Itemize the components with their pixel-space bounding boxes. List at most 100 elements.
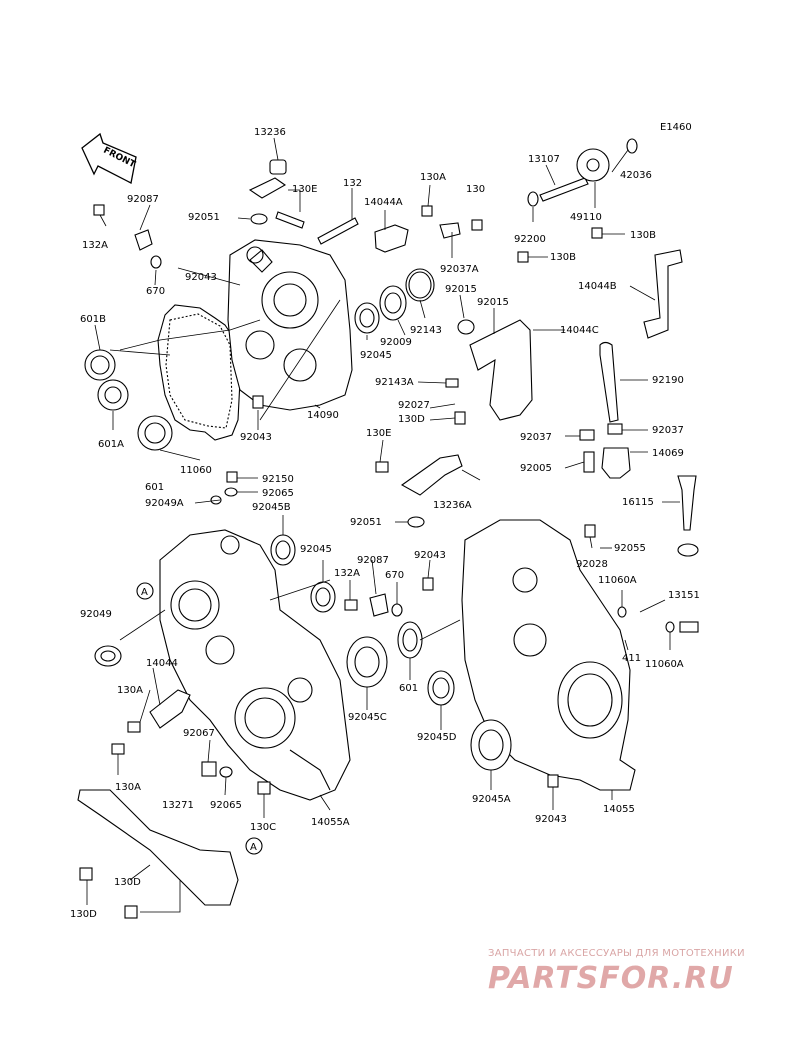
label-49110: 49110 [570,212,602,223]
dowel-92043-upper [252,395,264,409]
label-601: 601 [145,482,164,493]
label-92065-b: 92065 [210,800,242,811]
label-13271: 13271 [162,800,194,811]
label-11060A: 11060A [598,575,637,586]
hose-92190 [599,341,619,423]
label-14055A: 14055A [311,817,350,828]
plug-92067 [201,761,217,777]
plug-13151 [679,621,699,633]
label-92045A: 92045A [472,794,511,805]
label-92143: 92143 [410,325,442,336]
seal-92049 [94,645,122,667]
label-92150: 92150 [262,474,294,485]
gasket-plate-13271 [77,789,239,906]
bolt-130D-upper [454,411,466,425]
washer-92051-lower [407,516,425,528]
bracket-14044 [149,689,191,729]
clamp-92037A [439,222,461,239]
label-130A-b: 130A [117,685,143,696]
label-130C: 130C [250,822,276,833]
label-92087: 92087 [127,194,159,205]
bracket-14044A [374,224,409,253]
label-92067: 92067 [183,728,215,739]
watermark-tagline: ЗАПЧАСТИ И АКСЕССУАРЫ ДЛЯ МОТОТЕХНИКИ [488,948,745,959]
label-130A-c: 130A [115,782,141,793]
washer-92051 [250,213,268,225]
shaft-13107 [539,177,589,202]
label-130D: 130D [398,414,425,425]
dowel-92043-lower [547,774,559,788]
label-92087-b: 92087 [357,555,389,566]
bolt-130C [257,781,271,795]
label-130E: 130E [292,184,317,195]
label-92045: 92045 [360,350,392,361]
label-92065: 92065 [262,488,294,499]
svg-text:A: A [250,842,257,853]
leader-lines [86,137,680,913]
bolt-130B-b [517,251,529,263]
bolt-92150 [226,471,238,483]
label-92028: 92028 [576,559,608,570]
label-13236: 13236 [254,127,286,138]
label-92037-b: 92037 [652,425,684,436]
label-11060: 11060 [180,465,212,476]
label-92049: 92049 [80,609,112,620]
label-130D-b: 130D [114,877,141,888]
bolt-130A-low [111,743,125,755]
bearing-601 [137,415,173,451]
label-670: 670 [146,286,165,297]
label-14055: 14055 [603,804,635,815]
ring-92143 [405,268,435,302]
dowel-92028 [584,524,596,538]
label-92043-b: 92043 [240,432,272,443]
seal-92045B [270,534,296,566]
o-ring-670 [150,255,162,269]
label-14044B: 14044B [578,281,617,292]
watermark: ЗАПЧАСТИ И АКСЕССУАРЫ ДЛЯ МОТОТЕХНИКИ PA… [488,948,788,996]
bolt-130A-mid [127,721,141,733]
label-92043-d: 92043 [535,814,567,825]
bolt-130B-a [591,227,603,239]
bolt-130A-upper [421,205,433,217]
pipe-92005 [583,451,595,473]
label-92045B: 92045B [252,502,291,513]
oil-seal-601B [84,349,116,381]
label-130E-b: 130E [366,428,391,439]
label-92015-a: 92015 [445,284,477,295]
label-132: 132 [343,178,362,189]
bearing-92045C [346,636,388,688]
label-92015-b: 92015 [477,297,509,308]
label-14044A: 14044A [364,197,403,208]
cover-14090 [227,239,353,411]
plug-92087 [134,229,153,251]
oil-seal-92045 [354,302,380,334]
label-130B-a: 130B [630,230,656,241]
bolt-130D-right [124,905,138,919]
label-130: 130 [466,184,485,195]
label-13151: 13151 [668,590,700,601]
bolt-130E-lower [375,461,389,473]
collar-92015-left [457,319,475,335]
washer-11060A-lower [665,621,675,633]
screw-132A [93,204,105,216]
washer-11060A-upper [617,606,627,618]
label-92009: 92009 [380,337,412,348]
label-92143A: 92143A [375,377,414,388]
lever-13236 [248,159,287,199]
svg-text:A: A [141,587,148,598]
label-132A: 132A [82,240,108,251]
label-92045D: 92045D [417,732,457,743]
label-670-b: 670 [385,570,404,581]
part-labels: 13236 130E 132 14044A 130A 130 92087 920… [70,127,700,920]
pin-92143A [445,378,459,388]
label-130D-c: 130D [70,909,97,920]
label-92027: 92027 [398,400,430,411]
label-92043: 92043 [185,272,217,283]
clamp-92037-right [607,423,623,435]
diagram-code: E1460 [660,122,692,133]
label-92051-b: 92051 [350,517,382,528]
label-16115: 16115 [622,497,654,508]
screw-132A-lower [344,599,358,611]
dowel-92043-right [422,577,434,591]
